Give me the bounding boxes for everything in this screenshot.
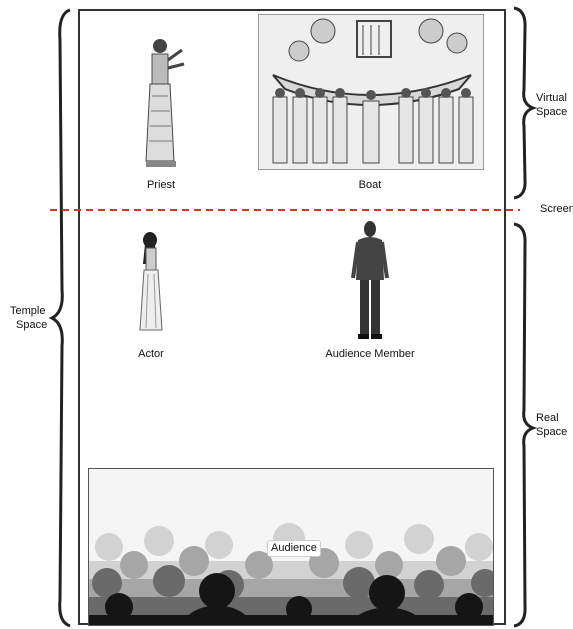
audience-member-label: Audience Member	[325, 348, 415, 360]
boat-label: Boat	[358, 179, 382, 191]
audience-image	[88, 468, 494, 626]
audience-label: Audience	[267, 540, 321, 557]
virtual-space-brace	[513, 6, 538, 200]
real-space-label-line1: Real	[536, 412, 559, 424]
screen-label: Screen	[540, 203, 573, 215]
actor-label: Actor	[138, 348, 164, 360]
real-space-label: Real Space	[536, 411, 567, 439]
priest-label: Priest	[146, 179, 176, 191]
actor-figure	[139, 232, 163, 331]
boat-image	[258, 14, 484, 170]
real-space-brace	[513, 222, 538, 628]
real-space-label-line2: Space	[536, 426, 568, 438]
temple-space-brace	[48, 8, 71, 628]
audience-member-figure	[351, 221, 389, 339]
temple-space-label-line2: Space	[16, 319, 48, 331]
temple-space-label: Temple Space	[10, 304, 47, 332]
temple-space-label-line1: Temple	[10, 305, 46, 317]
virtual-space-label-line2: Space	[536, 106, 568, 118]
virtual-space-label-line1: Virtual	[536, 92, 567, 104]
virtual-space-label: Virtual Space	[536, 91, 567, 119]
priest-figure	[145, 39, 185, 167]
